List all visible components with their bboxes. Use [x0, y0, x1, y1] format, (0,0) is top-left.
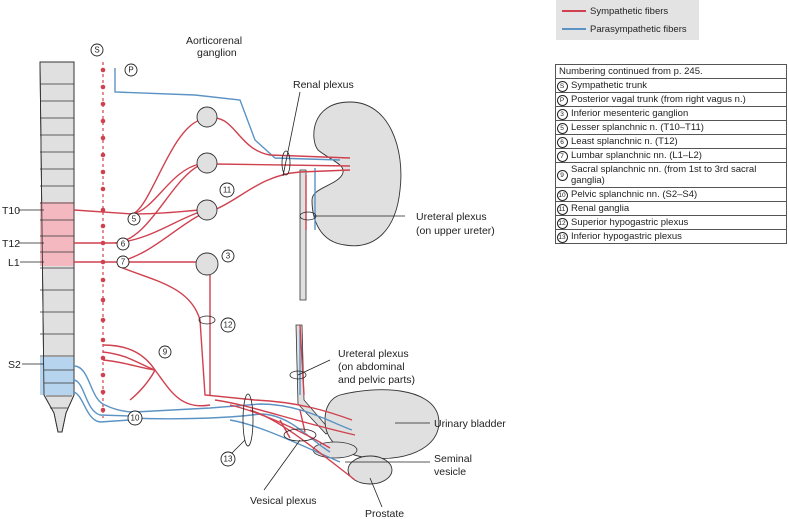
- ganglia: [195, 106, 219, 276]
- svg-text:10: 10: [131, 414, 140, 423]
- svg-text:3: 3: [226, 252, 231, 261]
- svg-text:S: S: [94, 46, 99, 55]
- ureteral-lower-label: Ureteral plexus: [338, 348, 409, 360]
- marker-5: 5: [127, 212, 141, 226]
- level-t10-label: T10: [2, 205, 20, 217]
- kidney: [311, 101, 402, 247]
- legend: Sympathetic fibers Parasympathetic fiber…: [556, 0, 699, 40]
- marker-11: 11: [219, 182, 235, 198]
- marker-13: 13: [220, 451, 236, 467]
- spinal-column: [39, 61, 75, 433]
- ureteral-upper-label: Ureteral plexus: [416, 211, 487, 223]
- svg-text:6: 6: [121, 240, 126, 249]
- svg-text:11: 11: [223, 186, 232, 195]
- superior-hypogastric-ring: [198, 315, 216, 325]
- ureteral-lower-label-2: (on abdominal: [338, 361, 405, 373]
- legend-sympathetic-label: Sympathetic fibers: [590, 5, 669, 17]
- svg-text:5: 5: [132, 215, 137, 224]
- urinary-bladder: [324, 389, 440, 460]
- ureteral-lower-ring: [289, 370, 307, 380]
- urinary-bladder-label: Urinary bladder: [434, 418, 506, 430]
- marker-12: 12: [220, 317, 236, 333]
- legend-parasympathetic-label: Parasympathetic fibers: [590, 23, 687, 35]
- marker-10: 10: [127, 410, 143, 426]
- aorticorenal-ganglion: [196, 106, 218, 128]
- renal-ganglion-lower: [196, 199, 218, 221]
- aorticorenal-label-2: ganglion: [197, 47, 237, 59]
- ureteral-upper-label-2: (on upper ureter): [416, 225, 495, 237]
- prostate: [347, 455, 393, 485]
- level-l1-label: L1: [8, 257, 20, 269]
- svg-text:9: 9: [163, 348, 168, 357]
- autonomic-urinary-diagram: T10 T12 L1 S2: [2, 35, 506, 519]
- legend-sympathetic-swatch: [562, 10, 586, 12]
- renal-plexus-label: Renal plexus: [293, 79, 354, 91]
- ureteral-lower-label-3: and pelvic parts): [338, 374, 415, 386]
- renal-plexus-ring: [281, 150, 291, 176]
- inferior-mesenteric-ganglion: [195, 252, 219, 276]
- legend-sympathetic: Sympathetic fibers: [556, 3, 668, 19]
- marker-6: 6: [116, 237, 130, 251]
- svg-text:13: 13: [224, 455, 233, 464]
- svg-text:7: 7: [121, 258, 126, 267]
- inferior-hypogastric-ring: [242, 393, 254, 447]
- table-header-row: Numbering continued from p. 245.: [555, 64, 787, 79]
- marker-3: 3: [221, 249, 235, 263]
- aorticorenal-label: Aorticorenal: [186, 35, 242, 47]
- level-t12-label: T12: [2, 238, 20, 250]
- legend-parasympathetic: Parasympathetic fibers: [556, 21, 687, 37]
- svg-text:12: 12: [224, 321, 233, 330]
- prostate-label: Prostate: [365, 508, 404, 519]
- marker-9: 9: [158, 345, 172, 359]
- renal-ganglion-upper: [196, 152, 218, 174]
- marker-p: P: [124, 63, 138, 77]
- vesical-plexus-label: Vesical plexus: [250, 495, 317, 507]
- legend-parasympathetic-swatch: [562, 28, 586, 30]
- svg-text:P: P: [128, 66, 133, 75]
- sympathetic-trunk: [100, 62, 106, 418]
- seminal-vesicle-label: Seminal: [434, 453, 472, 465]
- seminal-vesicle-label-2: vesicle: [434, 466, 466, 478]
- marker-s: S: [90, 43, 104, 57]
- table-header: Numbering continued from p. 245.: [555, 64, 787, 79]
- level-s2-label: S2: [8, 359, 21, 371]
- sympathetic-fibers: [73, 117, 356, 481]
- vesical-plexus-ring: [283, 428, 317, 442]
- marker-7: 7: [116, 255, 130, 269]
